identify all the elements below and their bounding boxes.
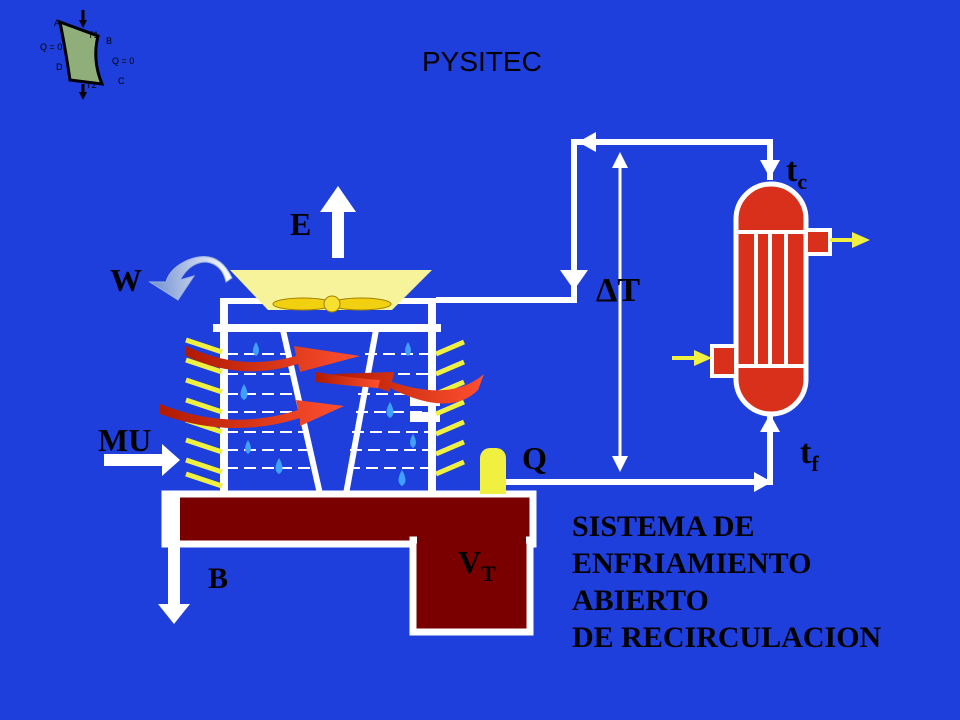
label-total-volume: VT — [458, 544, 496, 586]
system-caption: SISTEMA DE ENFRIAMIENTO ABIERTO DE RECIR… — [572, 508, 881, 656]
evaporation-arrow-icon — [320, 186, 356, 258]
label-delta-t: ΔT — [596, 272, 640, 309]
cooling-tower — [160, 270, 537, 636]
cycle-t2: T2 — [86, 80, 97, 90]
cycle-q-right: Q = 0 — [112, 56, 135, 66]
label-evaporation: E — [290, 206, 312, 242]
cycle-corner-d: D — [56, 62, 63, 72]
label-tc: tc — [786, 152, 808, 194]
pump — [480, 448, 506, 494]
air-flow-arrows — [160, 346, 484, 429]
caption-line-2: ENFRIAMIENTO — [572, 547, 812, 580]
blowdown-arrow-icon — [158, 494, 190, 624]
label-drift: W — [110, 262, 142, 298]
makeup-arrow-icon — [104, 444, 180, 476]
fan-icon — [272, 295, 392, 313]
process-outlet-arrow-icon — [830, 232, 870, 248]
label-heat-load: Q — [522, 440, 547, 476]
label-tf: tf — [800, 434, 819, 476]
cycle-corner-a: A — [54, 18, 61, 28]
cycle-diagram-icon — [58, 10, 105, 100]
label-blowdown: B — [208, 562, 229, 595]
sump-tank — [409, 536, 534, 636]
caption-line-3: ABIERTO — [572, 584, 709, 617]
heat-exchanger — [710, 181, 832, 417]
caption-line-4: DE RECIRCULACION — [572, 621, 882, 654]
cycle-q-left: Q = 0 — [40, 42, 63, 52]
caption-line-1: SISTEMA DE — [572, 510, 755, 543]
process-inlet-arrow-icon — [672, 350, 712, 366]
delta-t-indicator — [612, 152, 628, 472]
louvers-right — [435, 339, 465, 477]
cycle-t1: T1 — [88, 30, 99, 40]
cycle-corner-c: C — [118, 76, 125, 86]
brand-title: PYSITEC — [422, 46, 542, 77]
water-droplets — [240, 342, 416, 486]
hot-water-return-pipe — [436, 139, 773, 303]
label-makeup: MU — [98, 422, 152, 458]
cycle-corner-b: B — [106, 36, 113, 46]
drift-arrow-icon — [148, 256, 233, 301]
